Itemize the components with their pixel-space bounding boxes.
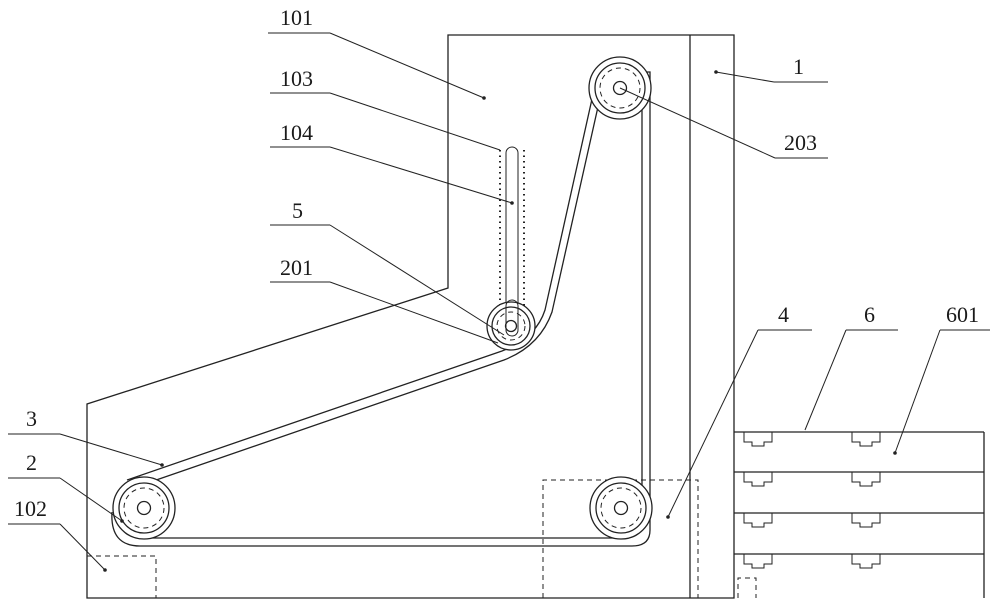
label-102: 102 bbox=[14, 496, 47, 521]
label-601: 601 bbox=[946, 302, 979, 327]
label-101: 101 bbox=[280, 5, 313, 30]
label-2: 2 bbox=[26, 450, 37, 475]
plate-stack-6 bbox=[734, 431, 985, 598]
component-102-dashed-box bbox=[87, 555, 157, 598]
label-3: 3 bbox=[26, 406, 37, 431]
label-6: 6 bbox=[864, 302, 875, 327]
pulley-bottom-right bbox=[589, 476, 653, 540]
label-4: 4 bbox=[778, 302, 789, 327]
tension-pulley-201 bbox=[486, 299, 536, 351]
main-frame bbox=[86, 34, 735, 599]
leader-dots bbox=[103, 70, 897, 572]
label-1: 1 bbox=[793, 54, 804, 79]
label-5: 5 bbox=[292, 198, 303, 223]
label-201: 201 bbox=[280, 255, 313, 280]
component-4-dashed-box bbox=[542, 479, 699, 598]
pulley-2 bbox=[112, 476, 176, 540]
label-103: 103 bbox=[280, 66, 313, 91]
label-203: 203 bbox=[784, 130, 817, 155]
leader-lines bbox=[8, 32, 990, 571]
label-104: 104 bbox=[280, 120, 313, 145]
